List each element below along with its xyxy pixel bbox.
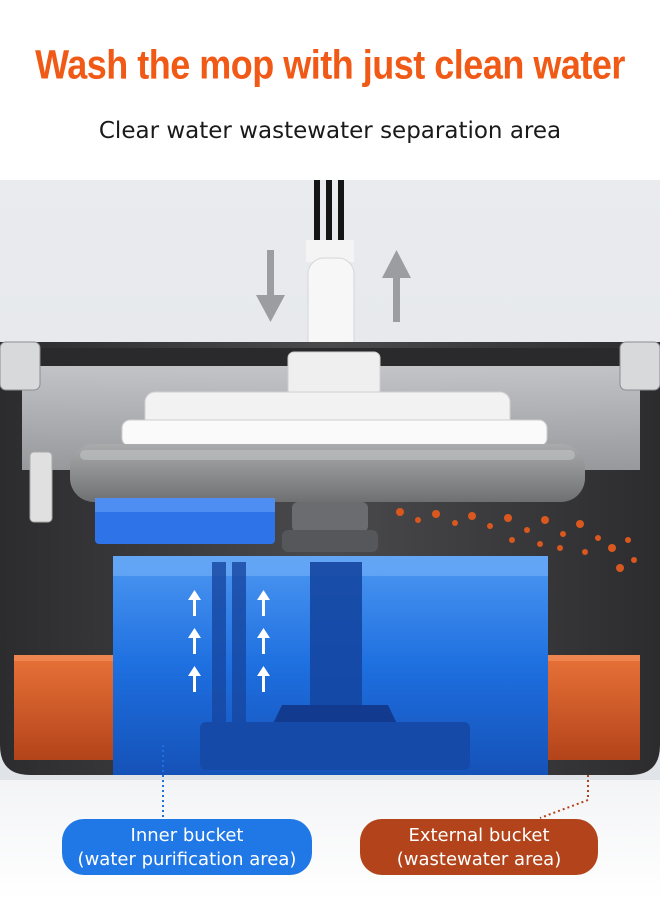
- flow-arrows-left: [188, 590, 201, 692]
- inner-bucket-label: Inner bucket (water purification area): [62, 819, 312, 875]
- arrow-up-icon: [257, 590, 270, 616]
- arrow-up-icon: [382, 250, 411, 322]
- headline: Wash the mop with just clean water: [35, 41, 625, 88]
- inner-bucket: [113, 556, 548, 775]
- mop-head: [70, 351, 585, 502]
- arrow-up-icon: [257, 666, 270, 692]
- arrow-up-icon: [188, 590, 201, 616]
- arrow-up-icon: [188, 628, 201, 654]
- arrow-down-icon: [256, 250, 285, 322]
- header-banner: Wash the mop with just clean water Clear…: [0, 0, 660, 180]
- product-illustration: [0, 180, 660, 900]
- flow-arrows-right: [257, 590, 270, 692]
- cleaning-brush: [29, 451, 275, 544]
- inner-bucket-label-note: (water purification area): [77, 849, 297, 870]
- dirt-particles: [396, 508, 637, 572]
- external-bucket-label: External bucket (wastewater area): [360, 819, 598, 875]
- arrow-up-icon: [257, 628, 270, 654]
- arrow-up-icon: [188, 666, 201, 692]
- subtitle: Clear water wastewater separation area: [98, 118, 562, 144]
- spinner-hub: [282, 502, 378, 552]
- external-bucket-label-title: External bucket: [408, 825, 550, 846]
- outer-pointer-line: [539, 775, 589, 819]
- inner-bucket-label-title: Inner bucket: [130, 825, 244, 846]
- external-bucket-label-note: (wastewater area): [396, 849, 562, 870]
